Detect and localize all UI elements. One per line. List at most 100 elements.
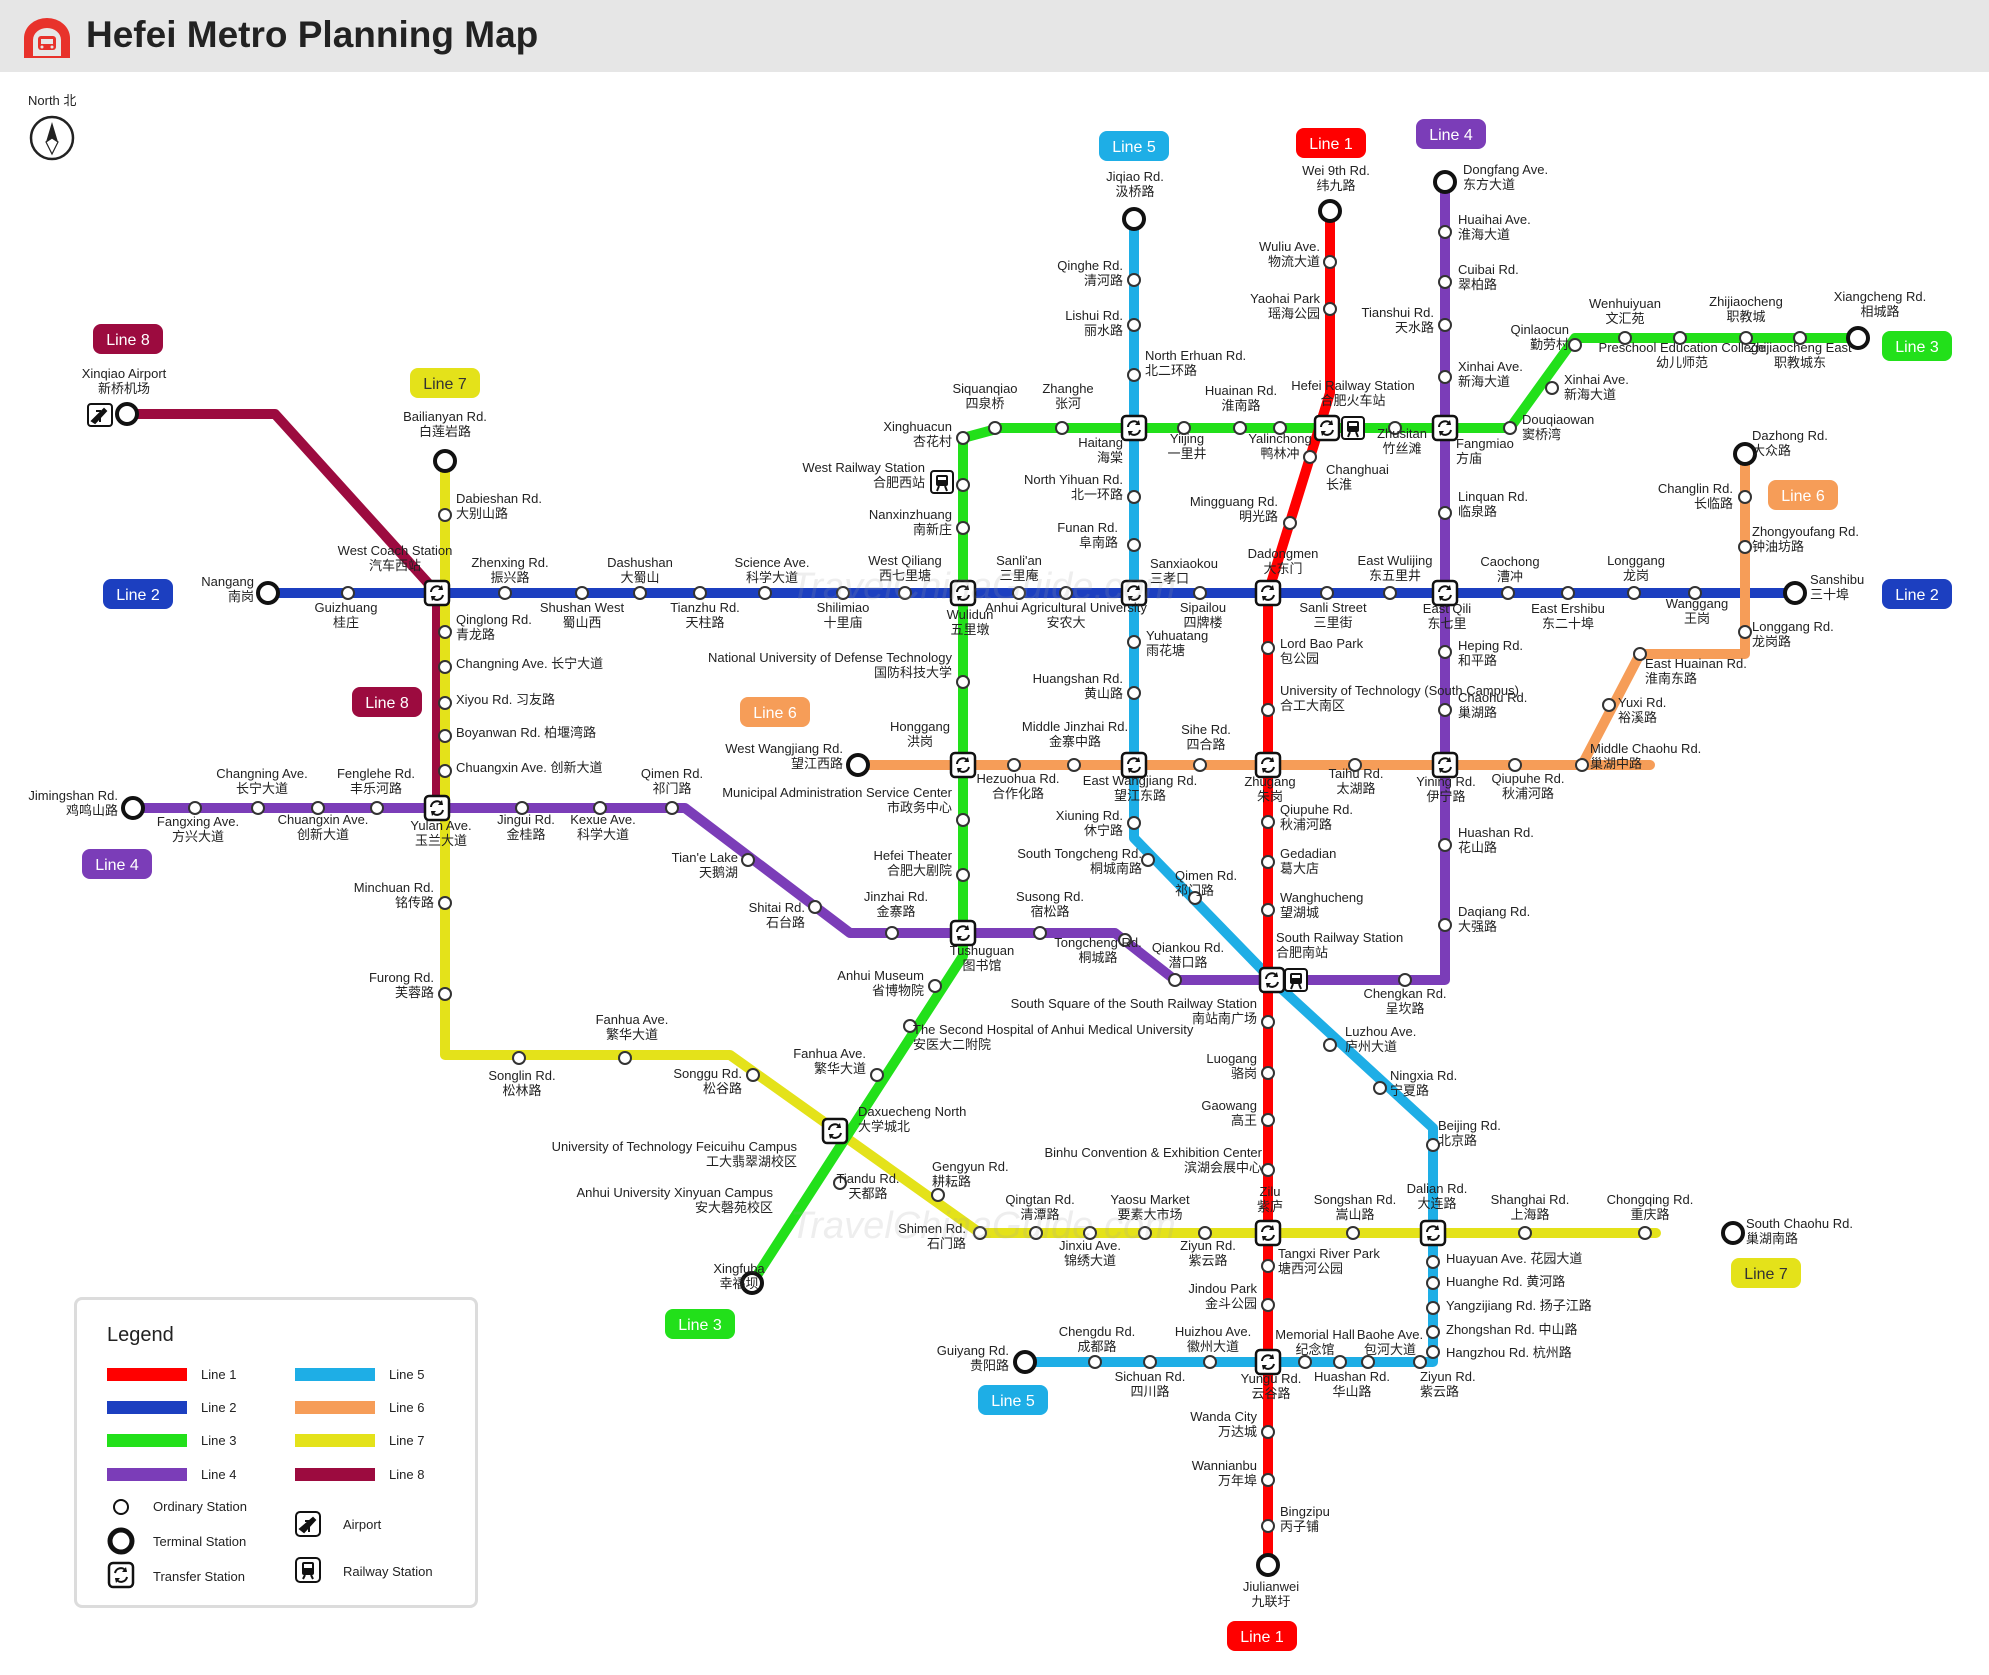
station-gengyun-rd[interactable] — [931, 1188, 945, 1202]
station-longgang[interactable] — [1627, 586, 1641, 600]
station-boyanwan-rd[interactable] — [438, 729, 452, 743]
station-zhijiaocheng-east[interactable] — [1793, 331, 1807, 345]
station-zhugang-transfer[interactable] — [1254, 751, 1282, 779]
station-zhijiaocheng[interactable] — [1739, 331, 1753, 345]
station-zhanghe[interactable] — [1055, 421, 1069, 435]
station-zhongyoufang-rd[interactable] — [1738, 540, 1752, 554]
station-xiangcheng-rd-terminal[interactable] — [1846, 326, 1870, 350]
station-xingfuba-terminal[interactable] — [740, 1271, 764, 1295]
station-anhui-museum[interactable] — [928, 979, 942, 993]
station-tushuguan-transfer[interactable] — [949, 919, 977, 947]
station-east-qili-transfer[interactable] — [1431, 579, 1459, 607]
station-songlin-rd[interactable] — [512, 1051, 526, 1065]
station-west-qiliang[interactable] — [898, 586, 912, 600]
station-zhenxing-rd[interactable] — [498, 586, 512, 600]
station-memorial-hall[interactable] — [1298, 1355, 1312, 1369]
station-north-yihuan-rd[interactable] — [1127, 490, 1141, 504]
station-gedadian[interactable] — [1261, 855, 1275, 869]
station-ziyun-rd[interactable] — [1198, 1226, 1212, 1240]
station-lord-bao-park[interactable] — [1261, 641, 1275, 655]
station-fangxing-ave[interactable] — [188, 801, 202, 815]
station-beijing-rd[interactable] — [1426, 1138, 1440, 1152]
station-changning-ave[interactable] — [438, 660, 452, 674]
station-ningxia-rd[interactable] — [1373, 1081, 1387, 1095]
station-chengkan-rd[interactable] — [1398, 973, 1412, 987]
station-dongfang-ave-terminal[interactable] — [1433, 170, 1457, 194]
station-wenhuiyuan[interactable] — [1618, 331, 1632, 345]
station-nanxinzhuang[interactable] — [956, 521, 970, 535]
station-shilimiao[interactable] — [836, 586, 850, 600]
station-fanhua-ave[interactable] — [618, 1051, 632, 1065]
station-west-wangjiang-rd-terminal[interactable] — [846, 753, 870, 777]
station-binhu-convention-exhibition-center[interactable] — [1261, 1163, 1275, 1177]
station-changning-ave[interactable] — [251, 801, 265, 815]
station-south-railway-station-transfer[interactable] — [1258, 966, 1286, 994]
station-lishui-rd[interactable] — [1127, 318, 1141, 332]
station-xinqiao-airport-terminal[interactable] — [115, 402, 139, 426]
station-yalinchong[interactable] — [1273, 421, 1287, 435]
station-shanghai-rd[interactable] — [1518, 1226, 1532, 1240]
station-qiankou-rd[interactable] — [1168, 973, 1182, 987]
station-hangzhou-rd[interactable] — [1426, 1345, 1440, 1359]
station-songshan-rd[interactable] — [1346, 1226, 1360, 1240]
station-hezuohua-rd[interactable] — [1007, 758, 1021, 772]
station-tianzhu-rd[interactable] — [693, 586, 707, 600]
station-wuliu-ave[interactable] — [1323, 255, 1337, 269]
station-longgang-rd[interactable] — [1738, 625, 1752, 639]
station-west-coach-station-transfer[interactable] — [423, 579, 451, 607]
station-sanli-an[interactable] — [1012, 586, 1026, 600]
station-jinzhai-rd[interactable] — [885, 926, 899, 940]
station-huayuan-ave[interactable] — [1426, 1255, 1440, 1269]
station-national-university-of-defense-technology[interactable] — [956, 675, 970, 689]
station-funan-rd[interactable] — [1127, 538, 1141, 552]
station-dadongmen-transfer[interactable] — [1254, 579, 1282, 607]
station-yangzijiang-rd[interactable] — [1426, 1301, 1440, 1315]
station-bailianyan-rd-terminal[interactable] — [433, 449, 457, 473]
station-wanda-city[interactable] — [1261, 1425, 1275, 1439]
station-changhuai[interactable] — [1303, 450, 1317, 464]
station-ziyun-rd[interactable] — [1413, 1355, 1427, 1369]
station-huaihai-ave[interactable] — [1438, 225, 1452, 239]
station-zhusitan[interactable] — [1388, 421, 1402, 435]
station-shushan-west[interactable] — [575, 586, 589, 600]
station-luzhou-ave[interactable] — [1323, 1038, 1337, 1052]
station-university-of-technology-south-campus[interactable] — [1261, 703, 1275, 717]
station-fangmiao-transfer[interactable] — [1431, 414, 1459, 442]
station-jiulianwei-terminal[interactable] — [1256, 1553, 1280, 1577]
station-guizhuang[interactable] — [341, 586, 355, 600]
station-preschool-education-college[interactable] — [1673, 331, 1687, 345]
station-changlin-rd[interactable] — [1738, 490, 1752, 504]
station-guiyang-rd-terminal[interactable] — [1013, 1350, 1037, 1374]
station-shitai-rd[interactable] — [808, 900, 822, 914]
station-susong-rd[interactable] — [1033, 926, 1047, 940]
station-dashushan[interactable] — [633, 586, 647, 600]
station-xinghuacun[interactable] — [956, 431, 970, 445]
station-east-huainan-rd[interactable] — [1633, 647, 1647, 661]
station-chaohu-rd[interactable] — [1438, 703, 1452, 717]
station-qimen-rd[interactable] — [665, 801, 679, 815]
station-qingtan-rd[interactable] — [1029, 1226, 1043, 1240]
station-yaosu-market[interactable] — [1138, 1226, 1152, 1240]
station-science-ave[interactable] — [758, 586, 772, 600]
station-qinghe-rd[interactable] — [1127, 273, 1141, 287]
station-qinlaocun[interactable] — [1568, 338, 1582, 352]
station-chongqing-rd[interactable] — [1638, 1226, 1652, 1240]
station-sihe-rd[interactable] — [1193, 758, 1207, 772]
station-nangang-terminal[interactable] — [256, 581, 280, 605]
station-qiupuhe-rd[interactable] — [1261, 815, 1275, 829]
station-zilu-transfer[interactable] — [1254, 1219, 1282, 1247]
station-the-second-hospital-of-anhui-medical-university[interactable] — [903, 1019, 917, 1033]
station-hefei-theater[interactable] — [956, 868, 970, 882]
station-south-tongcheng-rd[interactable] — [1141, 853, 1155, 867]
station-huangshan-rd[interactable] — [1127, 686, 1141, 700]
station-wei-9th-rd-terminal[interactable] — [1318, 199, 1342, 223]
station-caochong[interactable] — [1501, 586, 1515, 600]
station-jingui-rd[interactable] — [515, 801, 529, 815]
station-south-square-of-the-south-railway-station[interactable] — [1261, 1015, 1275, 1029]
station-sichuan-rd[interactable] — [1143, 1355, 1157, 1369]
station-huanghe-rd[interactable] — [1426, 1276, 1440, 1290]
station-qiupuhe-rd[interactable] — [1508, 758, 1522, 772]
station-huashan-rd[interactable] — [1438, 838, 1452, 852]
station-east-wulijing[interactable] — [1383, 586, 1397, 600]
